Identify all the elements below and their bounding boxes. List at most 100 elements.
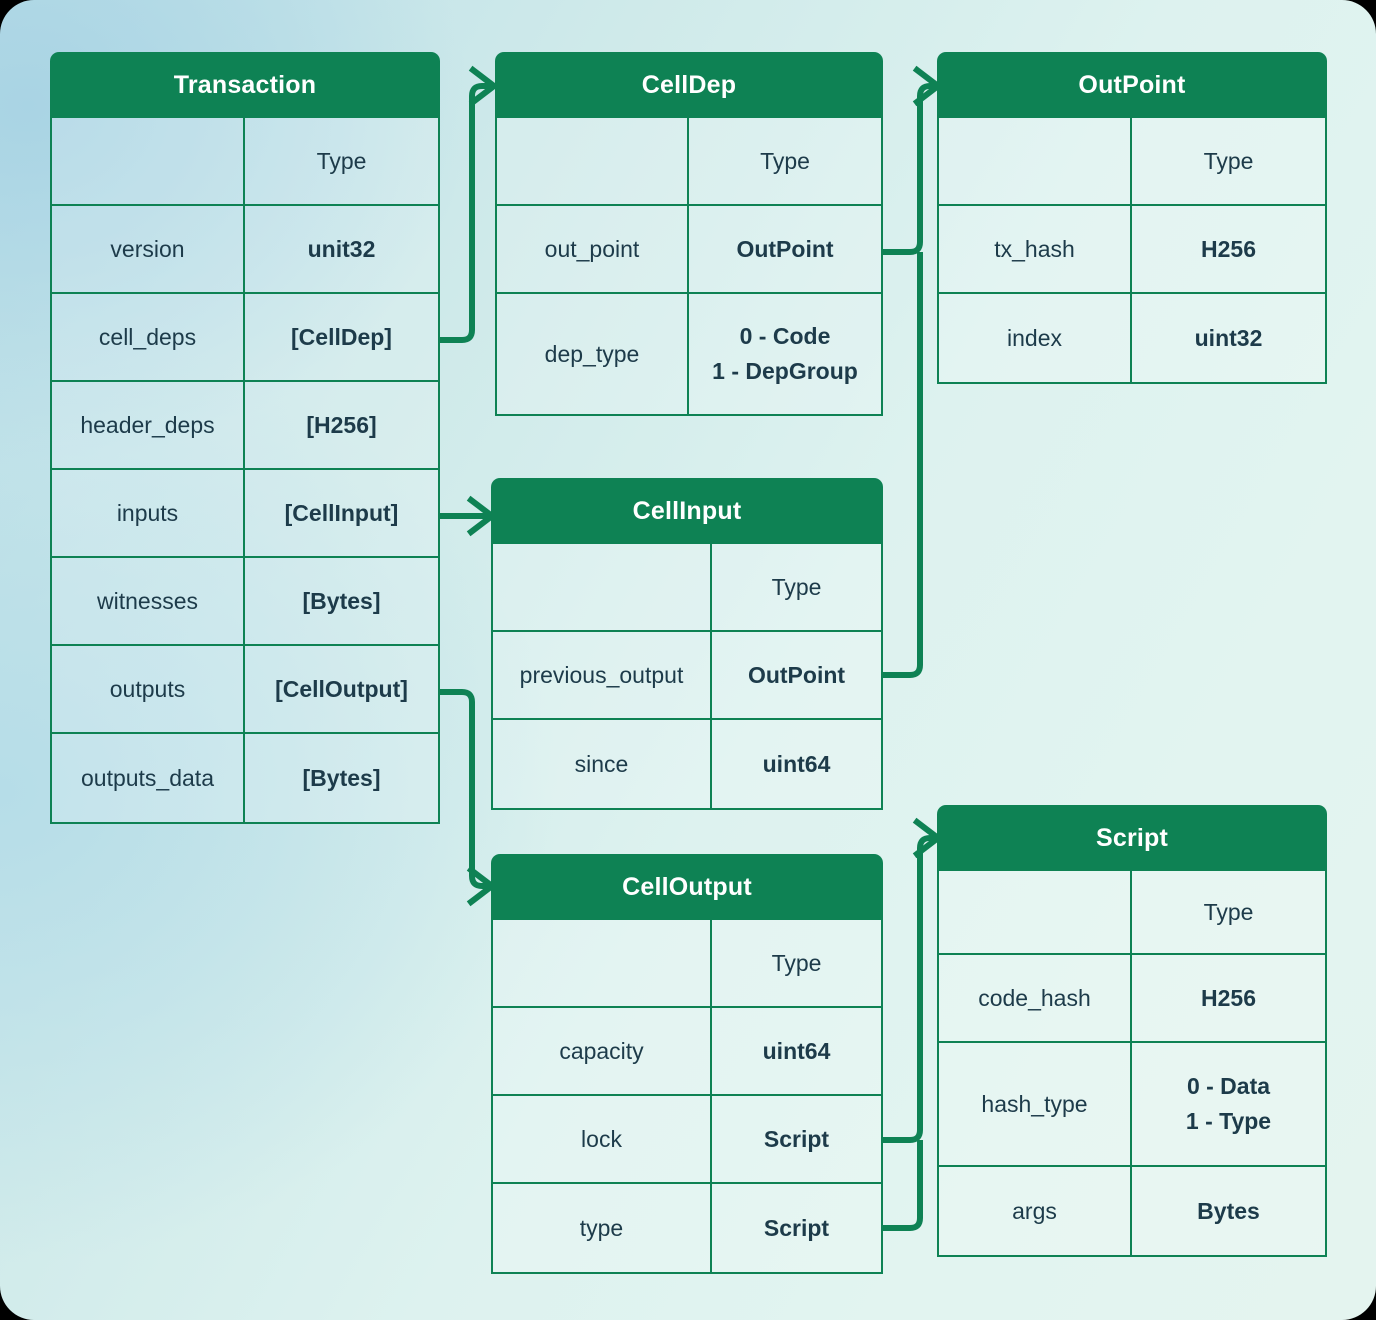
field-type: OutPoint	[736, 235, 834, 262]
entity-outpoint: OutPoint Type tx_hash H256 index uint32	[937, 52, 1327, 384]
table-row: header_deps [H256]	[52, 382, 438, 470]
field-type: uint64	[762, 750, 831, 777]
link-outpoint-ref-celldep	[883, 65, 941, 255]
entity-script-fields: Type code_hash H256 hash_type 0 - Data 1…	[937, 871, 1327, 1257]
table-row: inputs [CellInput]	[52, 470, 438, 558]
table-row: lock Script	[493, 1096, 881, 1184]
field-type-line: 1 - DepGroup	[712, 358, 858, 384]
table-row: outputs_data [Bytes]	[52, 734, 438, 822]
field-name: type	[493, 1184, 712, 1272]
field-type: [Bytes]	[302, 587, 381, 614]
column-header-type: Type	[771, 949, 822, 976]
link-lock-to-script	[883, 817, 941, 1143]
table-row: hash_type 0 - Data 1 - Type	[939, 1043, 1325, 1167]
entity-celloutput-title: CellOutput	[491, 854, 883, 920]
link-outpoint-ref-cellinput	[883, 252, 923, 678]
field-type: [Bytes]	[302, 764, 381, 791]
field-type-line: 0 - Data	[1186, 1073, 1271, 1100]
field-type: Script	[763, 1125, 830, 1152]
table-header-row: Type	[493, 920, 881, 1008]
entity-script-title: Script	[937, 805, 1327, 871]
field-name: previous_output	[493, 632, 712, 718]
table-row: code_hash H256	[939, 955, 1325, 1043]
entity-transaction-title: Transaction	[50, 52, 440, 118]
field-name: version	[52, 206, 245, 292]
field-name: header_deps	[52, 382, 245, 468]
column-header-type: Type	[316, 147, 367, 174]
entity-outpoint-fields: Type tx_hash H256 index uint32	[937, 118, 1327, 384]
field-type: 0 - Code 1 - DepGroup	[689, 294, 881, 414]
column-header-type: Type	[760, 147, 810, 174]
field-type: [CellDep]	[291, 323, 392, 350]
field-name: witnesses	[52, 558, 245, 644]
field-type: H256	[1201, 984, 1256, 1011]
field-name: capacity	[493, 1008, 712, 1094]
entity-cellinput-fields: Type previous_output OutPoint since uint…	[491, 544, 883, 810]
field-type: [H256]	[306, 411, 377, 438]
entity-cellinput-title: CellInput	[491, 478, 883, 544]
link-inputs-to-cellinput	[440, 495, 495, 537]
table-header-row: Type	[493, 544, 881, 632]
table-row: dep_type 0 - Code 1 - DepGroup	[497, 294, 881, 414]
entity-celldep-title: CellDep	[495, 52, 883, 118]
table-row: index uint32	[939, 294, 1325, 382]
field-type-line: 1 - Type	[1185, 1108, 1272, 1134]
column-header-field	[493, 544, 712, 630]
field-name: outputs_data	[52, 734, 245, 822]
field-name: hash_type	[939, 1043, 1132, 1165]
field-name: dep_type	[497, 294, 689, 414]
entity-script: Script Type code_hash H256 hash_type 0 -…	[937, 805, 1327, 1257]
field-type: Script	[763, 1214, 830, 1241]
table-row: since uint64	[493, 720, 881, 808]
field-name: out_point	[497, 206, 689, 292]
entity-celldep: CellDep Type out_point OutPoint dep_type…	[495, 52, 883, 416]
field-type: unit32	[307, 235, 376, 262]
entity-transaction-fields: Type version unit32 cell_deps [CellDep] …	[50, 118, 440, 824]
table-header-row: Type	[52, 118, 438, 206]
field-type: Bytes	[1197, 1197, 1260, 1224]
entity-celloutput: CellOutput Type capacity uint64 lock Scr…	[491, 854, 883, 1274]
field-name: cell_deps	[52, 294, 245, 380]
field-type: uint64	[762, 1037, 831, 1064]
field-type: OutPoint	[747, 661, 846, 688]
field-name: index	[939, 294, 1132, 382]
entity-transaction: Transaction Type version unit32 cell_dep…	[50, 52, 440, 824]
field-type: [CellInput]	[284, 499, 399, 526]
table-row: version unit32	[52, 206, 438, 294]
field-type: H256	[1201, 235, 1256, 262]
field-type-line: 0 - Code	[739, 323, 831, 350]
field-type: [CellOutput]	[275, 675, 408, 702]
link-celldeps-to-celldep	[440, 65, 497, 343]
table-row: tx_hash H256	[939, 206, 1325, 294]
field-name: code_hash	[939, 955, 1132, 1041]
table-row: witnesses [Bytes]	[52, 558, 438, 646]
field-name: tx_hash	[939, 206, 1132, 292]
column-header-field	[493, 920, 712, 1006]
entity-cellinput: CellInput Type previous_output OutPoint …	[491, 478, 883, 810]
table-header-row: Type	[497, 118, 881, 206]
table-row: previous_output OutPoint	[493, 632, 881, 720]
field-name: args	[939, 1167, 1132, 1255]
table-row: cell_deps [CellDep]	[52, 294, 438, 382]
table-header-row: Type	[939, 118, 1325, 206]
table-row: out_point OutPoint	[497, 206, 881, 294]
field-name: inputs	[52, 470, 245, 556]
table-row: type Script	[493, 1184, 881, 1272]
table-header-row: Type	[939, 871, 1325, 955]
entity-celldep-fields: Type out_point OutPoint dep_type 0 - Cod…	[495, 118, 883, 416]
table-row: args Bytes	[939, 1167, 1325, 1255]
field-type: 0 - Data 1 - Type	[1132, 1043, 1325, 1165]
table-row: outputs [CellOutput]	[52, 646, 438, 734]
column-header-field	[939, 871, 1132, 953]
table-row: capacity uint64	[493, 1008, 881, 1096]
column-header-field	[497, 118, 689, 204]
link-type-to-script	[883, 1140, 923, 1231]
entity-outpoint-title: OutPoint	[937, 52, 1327, 118]
field-name: outputs	[52, 646, 245, 732]
column-header-field	[52, 118, 245, 204]
entity-celloutput-fields: Type capacity uint64 lock Script type Sc…	[491, 920, 883, 1274]
field-name: since	[493, 720, 712, 808]
column-header-type: Type	[1203, 898, 1254, 925]
field-name: lock	[493, 1096, 712, 1182]
